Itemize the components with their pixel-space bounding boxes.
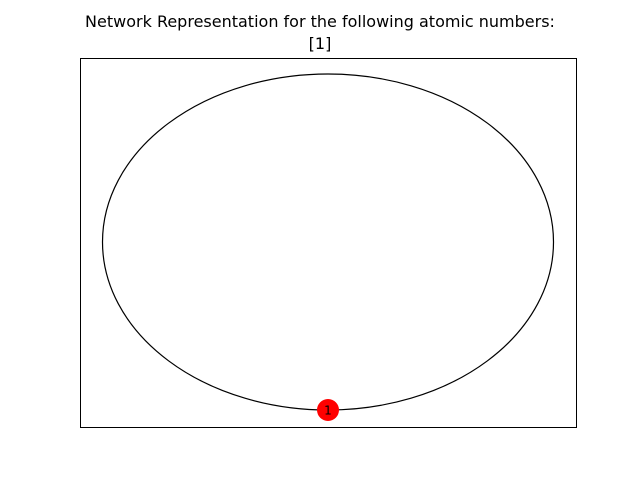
self-loop-edge — [101, 73, 555, 411]
figure-title-line-2: [1] — [308, 34, 332, 53]
node-label: 1 — [324, 404, 332, 418]
network-node: 1 — [317, 399, 339, 421]
figure-title-line-1: Network Representation for the following… — [85, 12, 555, 31]
plot-frame — [80, 58, 577, 428]
node-circle — [317, 399, 339, 421]
